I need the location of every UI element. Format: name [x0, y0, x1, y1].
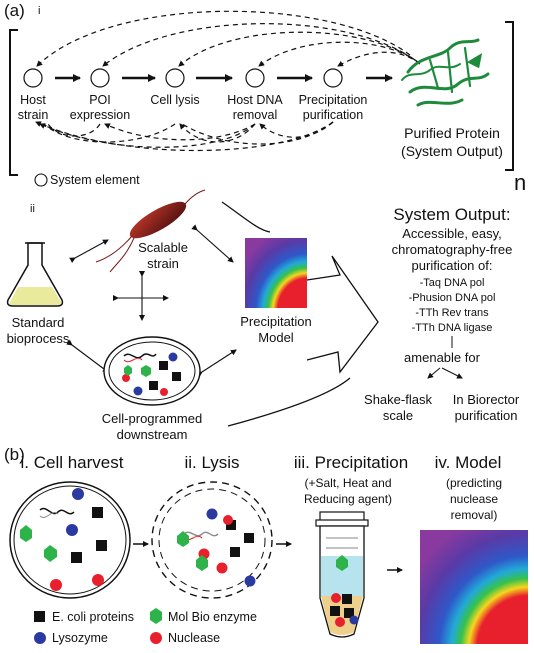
tube-icon [315, 511, 369, 638]
big-flow-arrow [221, 201, 379, 427]
feedback-arcs-bottom [35, 121, 334, 152]
step-precipitation: iii. Precipitation [294, 453, 408, 472]
system-output-desc-1: Accessible, easy, [402, 226, 501, 241]
label-host-dna: Host DNA [227, 93, 283, 107]
panel-a-sub-ii: ii [30, 203, 35, 215]
panel-a-sub-i: i [38, 5, 40, 17]
panel-b-label: (b) [4, 445, 25, 464]
step4-sub-2: nuclease [450, 492, 498, 506]
label-standard: Standard [12, 315, 65, 330]
cell-programmed-icon [103, 336, 201, 406]
system-output-title: System Output: [393, 205, 510, 224]
label-cell-programmed: Cell-programmed [102, 411, 202, 426]
step-model: iv. Model [435, 453, 502, 472]
label-host: Host [20, 93, 46, 107]
label-strain: strain [18, 108, 49, 122]
intact-cell-icon [9, 481, 131, 599]
legend-lysozyme-icon [34, 632, 46, 644]
label-cell-lysis: Cell lysis [150, 93, 199, 107]
legend-lysozyme: Lysozyme [52, 631, 108, 645]
element-precipitation [323, 68, 343, 88]
legend-molbio: Mol Bio enzyme [168, 610, 257, 624]
shake-flask-1: Shake-flask [364, 392, 432, 407]
legend-ecoli-icon [34, 611, 45, 622]
output-line1: Purified Protein [404, 125, 500, 141]
step4-sub-3: removal) [451, 508, 498, 522]
enzyme-taq: -Taq DNA pol [420, 277, 485, 289]
feedback-arcs-top [36, 10, 421, 67]
lysed-cell-icon [151, 481, 273, 599]
amenable-arrows [427, 367, 463, 379]
legend-circle-icon [34, 173, 48, 187]
element-poi-expression [90, 68, 110, 88]
system-output-desc-2: chromatography-free [392, 242, 513, 257]
n-label: n [514, 170, 526, 195]
label-downstream: downstream [117, 427, 188, 442]
output-line2: (System Output) [401, 143, 503, 159]
panel-a-label: (a) [4, 1, 25, 20]
label-precip-model-1: Precipitation [240, 314, 312, 329]
label-scalable: Scalable [138, 240, 188, 255]
connector-arrows [66, 224, 237, 378]
label-strain2: strain [147, 256, 179, 271]
label-precip-model-2: Model [258, 330, 294, 345]
system-output-desc-3: purification of: [412, 258, 493, 273]
bioreactor-2: purification [455, 408, 518, 423]
legend-ecoli: E. coli proteins [52, 610, 134, 624]
element-host-strain [23, 68, 43, 88]
bioreactor-1: In Biorector [453, 392, 520, 407]
element-host-dna-removal [245, 68, 265, 88]
flask-icon [6, 242, 64, 307]
step3-sub-1: (+Salt, Heat and [304, 476, 391, 490]
shake-flask-2: scale [383, 408, 413, 423]
step3-sub-2: Reducing agent) [304, 492, 392, 506]
legend-nuclease: Nuclease [168, 631, 220, 645]
enzyme-tth-rev: -TTh Rev trans [415, 307, 489, 319]
step-cell-harvest: i. Cell harvest [21, 453, 124, 472]
step-lysis: ii. Lysis [184, 453, 239, 472]
enzyme-tth-ligase: -TTh DNA ligase [412, 322, 493, 334]
legend-molbio-icon [150, 608, 162, 624]
left-bracket [9, 29, 18, 176]
legend-nuclease-icon [150, 632, 162, 644]
precipitation-model-heatmap-small [245, 238, 307, 308]
step4-sub-1: (predicting [446, 476, 502, 490]
legend-system-element: System element [50, 173, 140, 187]
right-bracket [505, 21, 514, 171]
enzyme-phusion: -Phusion DNA pol [409, 292, 496, 304]
label-poi: POI [89, 93, 111, 107]
label-removal: removal [233, 108, 277, 122]
purified-protein-icon [401, 38, 490, 107]
label-precipitation: Precipitation [299, 93, 368, 107]
amenable-for: amenable for [404, 350, 481, 365]
label-bioprocess: bioprocess [7, 331, 70, 346]
label-purification: purification [303, 108, 363, 122]
precipitation-model-heatmap [420, 530, 528, 644]
label-expression: expression [70, 108, 130, 122]
element-cell-lysis [165, 68, 185, 88]
